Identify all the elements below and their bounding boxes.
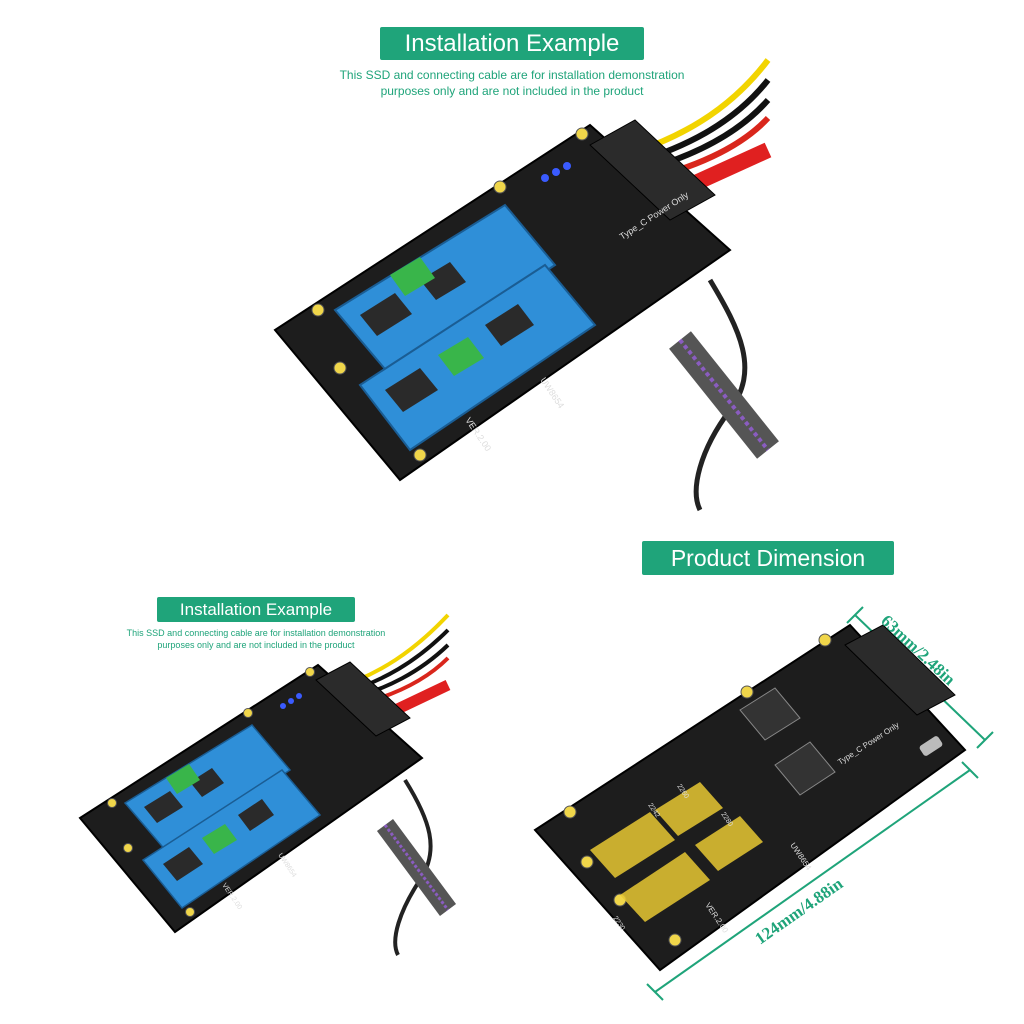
m2-slot-upper <box>739 687 801 741</box>
length-dimension-line <box>646 761 979 1001</box>
top-installation-banner: Installation Example <box>380 27 644 60</box>
bl-sata-connector <box>315 661 411 737</box>
ssd-green-chips <box>390 257 484 376</box>
mounting-holes <box>311 127 589 462</box>
bottom-left-product-illustration: UW8654 VER.2.00 <box>78 613 457 956</box>
top-disclaimer-line-2: purposes only and are not included in th… <box>380 84 644 99</box>
m2-pad-grid <box>590 782 763 922</box>
dim-mounting-holes <box>563 633 832 947</box>
bottom-disclaimer-note: This SSD and connecting cable are for in… <box>95 627 417 651</box>
status-leds <box>541 162 571 182</box>
product-dimension-banner: Product Dimension <box>642 541 894 575</box>
oculink-cable <box>669 331 779 459</box>
dim-sata-connector <box>844 624 956 716</box>
bottom-installation-banner: Installation Example <box>157 597 355 622</box>
bottom-disclaimer-line-1: This SSD and connecting cable are for in… <box>126 628 386 638</box>
bl-board-model: UW8654 <box>276 852 297 879</box>
top-board-model: UW8654 <box>538 376 566 411</box>
top-disclaimer-note: This SSD and connecting cable are for in… <box>300 67 724 99</box>
bottom-disclaimer-line-2: purposes only and are not included in th… <box>157 640 355 651</box>
bl-oculink-cable <box>376 819 457 916</box>
bl-ssd-green-chips <box>166 764 237 854</box>
bl-status-leds <box>280 693 302 709</box>
m2-slot-lower <box>774 741 836 796</box>
dimension-product-illustration: 63mm/2.48in 124mm/4.88in UW8654 VER.2.00… <box>533 606 994 1001</box>
bl-mounting-holes <box>107 667 315 917</box>
bl-ssd-chips <box>144 768 274 881</box>
ssd-chips <box>360 262 534 412</box>
top-product-illustration: UW8654 VER.2.00 Type_C Power Only <box>273 58 779 512</box>
dim-usb-c-port <box>919 736 943 756</box>
sata-connector <box>589 119 716 221</box>
top-disclaimer-line-1: This SSD and connecting cable are for in… <box>339 68 685 82</box>
